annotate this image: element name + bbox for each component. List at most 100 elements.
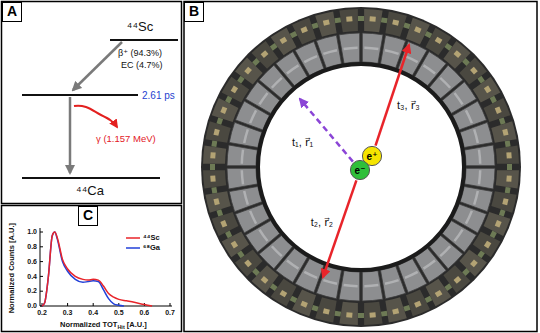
tick-mark xyxy=(40,232,43,233)
electronics-board xyxy=(315,297,336,322)
panel-letter-text: B xyxy=(189,4,199,19)
board-component xyxy=(346,312,352,317)
board-component xyxy=(369,312,375,317)
module-stripe xyxy=(304,271,318,279)
legend-line-sample xyxy=(126,247,140,249)
board-component xyxy=(425,31,433,38)
board-component xyxy=(505,140,511,147)
module-stripe xyxy=(243,191,249,205)
tick-label: 0.2 xyxy=(37,309,47,317)
panel-frame xyxy=(2,2,182,204)
detector-module xyxy=(316,35,341,68)
ring-body xyxy=(201,7,521,327)
board-component xyxy=(237,250,245,258)
module-stripe xyxy=(423,64,436,74)
gamma-arrow xyxy=(74,106,117,127)
decay-arrow xyxy=(69,97,72,173)
tick-mark xyxy=(40,246,43,247)
board-component xyxy=(462,268,470,276)
board-component xyxy=(244,260,252,268)
board-component xyxy=(507,164,512,170)
axis-subscript: Hit xyxy=(117,324,124,330)
board-component xyxy=(435,37,443,44)
spectrum-curve xyxy=(42,232,152,306)
electronics-board xyxy=(484,98,511,122)
tick-label: 0.8 xyxy=(27,243,37,251)
board-component xyxy=(220,220,227,227)
electronics-board xyxy=(496,145,519,163)
board-component xyxy=(381,311,388,317)
board-component xyxy=(392,308,399,314)
electronics-board xyxy=(205,191,230,212)
detector-module xyxy=(460,122,493,147)
tick-label: 0.4 xyxy=(27,273,37,281)
isotope-label: ⁴⁴Sc xyxy=(127,20,153,34)
electronics-board xyxy=(459,249,487,276)
panel-letter: B xyxy=(184,2,204,22)
energy-level xyxy=(110,39,178,41)
board-component xyxy=(261,50,269,58)
electronics-board xyxy=(491,191,516,212)
board-component xyxy=(381,17,388,23)
module-stripe xyxy=(343,284,357,288)
board-component xyxy=(499,117,506,124)
module-stripe xyxy=(304,55,318,63)
panel-frame xyxy=(184,2,537,332)
detector-module xyxy=(465,145,495,166)
module-stripe xyxy=(286,260,299,270)
module-stripe xyxy=(364,47,378,51)
electronics-board xyxy=(339,302,357,325)
legend-line-sample xyxy=(126,237,140,239)
board-component xyxy=(231,241,238,249)
module-stripe xyxy=(385,49,399,55)
board-component xyxy=(213,129,219,136)
board-component xyxy=(211,140,217,147)
module-stripe xyxy=(423,260,436,270)
gamma-label: γ (1.157 MeV) xyxy=(96,134,156,144)
module-stripe xyxy=(323,279,337,285)
tick-mark xyxy=(93,303,94,306)
electronics-board xyxy=(426,28,452,55)
board-component xyxy=(334,311,341,317)
ring-bore xyxy=(258,64,464,270)
board-component xyxy=(210,175,215,181)
electronics-board xyxy=(496,170,519,188)
board-component xyxy=(505,187,511,194)
decay-arrow xyxy=(73,42,122,90)
tick-mark xyxy=(40,261,43,262)
board-component xyxy=(270,43,278,51)
board-component xyxy=(261,276,269,284)
legend-text: ⁴⁴Sc xyxy=(143,234,160,242)
board-component xyxy=(484,86,491,94)
module-stripe xyxy=(243,129,249,143)
board-component xyxy=(220,106,227,113)
lifetime-label: 2.61 ps xyxy=(142,90,175,101)
branch-label: EC (4.7%) xyxy=(121,61,163,71)
board-component xyxy=(502,129,508,136)
isotope-label: ⁴⁴Ca xyxy=(76,184,104,198)
axis-title: [A.U.] xyxy=(127,321,147,329)
tick-mark xyxy=(40,291,43,292)
board-component xyxy=(231,86,238,94)
particle-label: e⁺ xyxy=(367,151,378,162)
board-component xyxy=(244,67,252,75)
panel-letter: A xyxy=(2,2,22,22)
module-stripe xyxy=(258,229,268,242)
board-component xyxy=(506,152,511,158)
electronics-board xyxy=(491,121,516,142)
board-component xyxy=(323,308,330,314)
panel-frame xyxy=(2,206,182,332)
electronics-board xyxy=(443,41,470,69)
detector-module xyxy=(465,168,495,189)
electronics-board xyxy=(203,145,226,163)
detector-module xyxy=(362,271,383,301)
board-component xyxy=(470,67,478,75)
board-component xyxy=(252,268,260,276)
board-component xyxy=(502,198,508,205)
tick-mark xyxy=(40,276,43,277)
electronics-board xyxy=(406,290,430,317)
chart xyxy=(40,228,172,306)
energy-level xyxy=(22,94,138,96)
board-component xyxy=(216,117,223,124)
board-component xyxy=(477,250,485,258)
